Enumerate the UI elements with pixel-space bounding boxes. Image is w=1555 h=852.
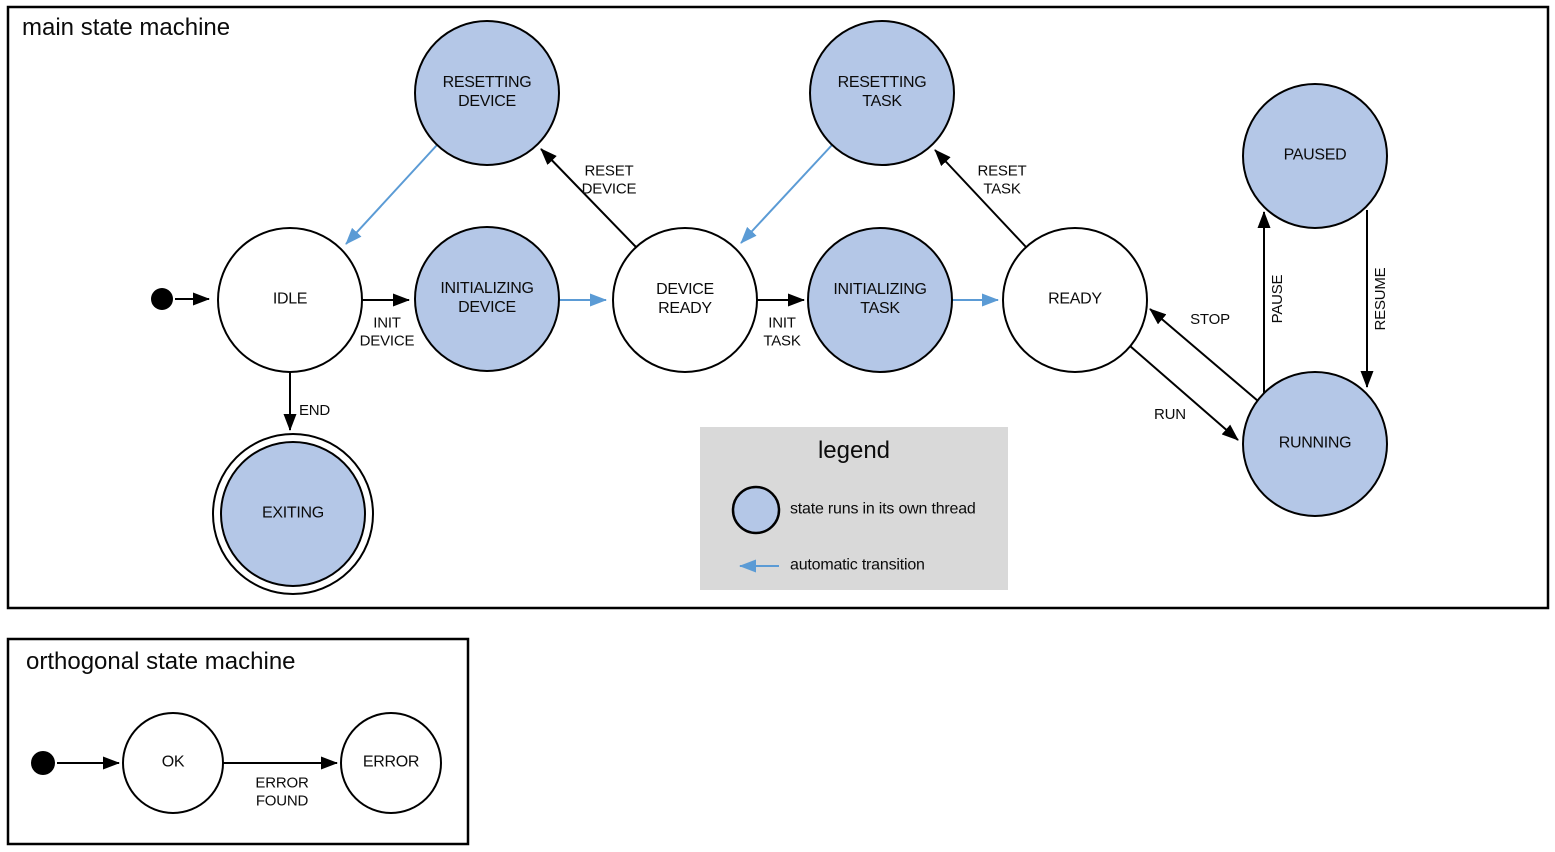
state-resetting-device bbox=[414, 20, 560, 166]
transition-run-label: RUN bbox=[1154, 406, 1186, 424]
state-exiting bbox=[220, 441, 366, 587]
transition-init-device-label: INIT DEVICE bbox=[359, 314, 415, 349]
transition-reset-task bbox=[934, 149, 1027, 248]
state-error-label: ERROR bbox=[362, 753, 420, 771]
orthogonal-machine-title: orthogonal state machine bbox=[26, 648, 296, 675]
transition-reset-device-label: RESET DEVICE bbox=[581, 162, 637, 197]
initial-state-dot-main bbox=[151, 288, 173, 310]
transition-run bbox=[1129, 345, 1239, 441]
legend-title: legend bbox=[817, 436, 891, 464]
transition-pause-label: PAUSE bbox=[1269, 274, 1287, 324]
transition-init-task-label: INIT TASK bbox=[763, 314, 801, 349]
legend-automatic-transition-label: automatic transition bbox=[790, 556, 925, 574]
state-resetting-task-label: RESETTING TASK bbox=[837, 74, 927, 110]
transition-reset-task-label: RESET TASK bbox=[977, 162, 1027, 197]
main-machine-title: main state machine bbox=[22, 14, 231, 41]
state-initializing-device-label: INITIALIZING DEVICE bbox=[440, 280, 534, 316]
auto-transition-resetting-task-to-device-ready bbox=[740, 144, 833, 244]
state-idle-label: IDLE bbox=[272, 290, 308, 308]
state-initializing-task-label: INITIALIZING TASK bbox=[833, 281, 927, 317]
transition-error-found-label: ERROR FOUND bbox=[255, 774, 309, 809]
auto-transition-resetting-device-to-idle bbox=[345, 144, 438, 245]
state-running-label: RUNNING bbox=[1278, 434, 1352, 452]
state-ok-label: OK bbox=[161, 753, 185, 771]
initial-state-dot-orthogonal bbox=[31, 751, 55, 775]
state-paused-label: PAUSED bbox=[1283, 146, 1347, 164]
legend-thread-state-icon bbox=[731, 485, 781, 535]
transition-stop bbox=[1149, 308, 1259, 402]
transition-stop-label: STOP bbox=[1190, 311, 1230, 329]
state-resetting-device-label: RESETTING DEVICE bbox=[442, 74, 532, 110]
legend-thread-state-label: state runs in its own thread bbox=[790, 500, 976, 518]
state-device-ready-label: DEVICE READY bbox=[656, 281, 714, 317]
state-running bbox=[1242, 371, 1388, 517]
transition-resume-label: RESUME bbox=[1372, 267, 1390, 331]
state-ready bbox=[1002, 227, 1148, 373]
state-ready-label: READY bbox=[1048, 290, 1102, 308]
state-error bbox=[340, 712, 442, 814]
state-idle bbox=[217, 227, 363, 373]
state-exiting-label: EXITING bbox=[262, 504, 324, 522]
transition-reset-device bbox=[540, 148, 637, 248]
state-paused bbox=[1242, 83, 1388, 229]
state-device-ready bbox=[612, 227, 758, 373]
state-initializing-device bbox=[414, 226, 560, 372]
transition-end-label: END bbox=[299, 402, 331, 420]
state-resetting-task bbox=[809, 20, 955, 166]
state-initializing-task bbox=[807, 227, 953, 373]
